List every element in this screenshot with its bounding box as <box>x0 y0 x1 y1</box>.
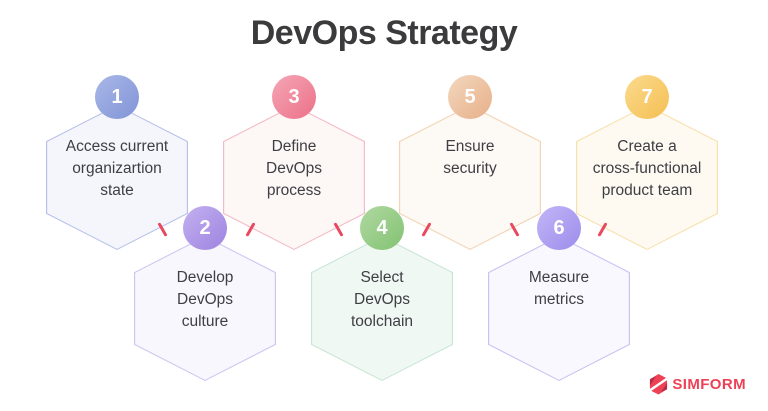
step-number-badge-5: 5 <box>448 75 492 119</box>
brand-logo: SIMFORM <box>649 374 746 395</box>
step-label: Measure metrics <box>528 269 590 308</box>
step-number-badge-4: 4 <box>360 206 404 250</box>
step-hexagon-6: Measure metrics <box>488 236 630 381</box>
step-number-badge-2: 2 <box>183 206 227 250</box>
step-number-badge-1: 1 <box>95 75 139 119</box>
hexagon-border <box>399 105 541 250</box>
hexagon-border <box>223 105 365 250</box>
simform-s-icon <box>649 374 669 395</box>
step-hexagon-1: Access current organizartion state <box>46 105 188 250</box>
step-number-badge-3: 3 <box>272 75 316 119</box>
hexagon-fill <box>312 237 452 380</box>
hexagon-fill <box>135 237 275 380</box>
hexagon-border <box>46 105 188 250</box>
step-label: Define DevOps process <box>266 138 322 199</box>
step-hexagon-3: Define DevOps process <box>223 105 365 250</box>
step-label: Develop DevOps culture <box>176 269 234 330</box>
step-hexagon-7: Create a cross-functional product team <box>576 105 718 250</box>
step-hexagon-5: Ensure security <box>399 105 541 250</box>
step-label: Ensure security <box>443 138 497 177</box>
step-number-badge-7: 7 <box>625 75 669 119</box>
brand-name: SIMFORM <box>672 376 746 393</box>
step-hexagon-2: Develop DevOps culture <box>134 236 276 381</box>
step-label: Access current organizartion state <box>65 138 169 199</box>
step-label: Select DevOps toolchain <box>350 269 414 330</box>
hexagon-border <box>576 105 718 250</box>
step-hexagon-4: Select DevOps toolchain <box>311 236 453 381</box>
step-label: Create a cross-functional product team <box>592 138 702 199</box>
page-title: DevOps Strategy <box>250 14 518 52</box>
step-number-badge-6: 6 <box>537 206 581 250</box>
